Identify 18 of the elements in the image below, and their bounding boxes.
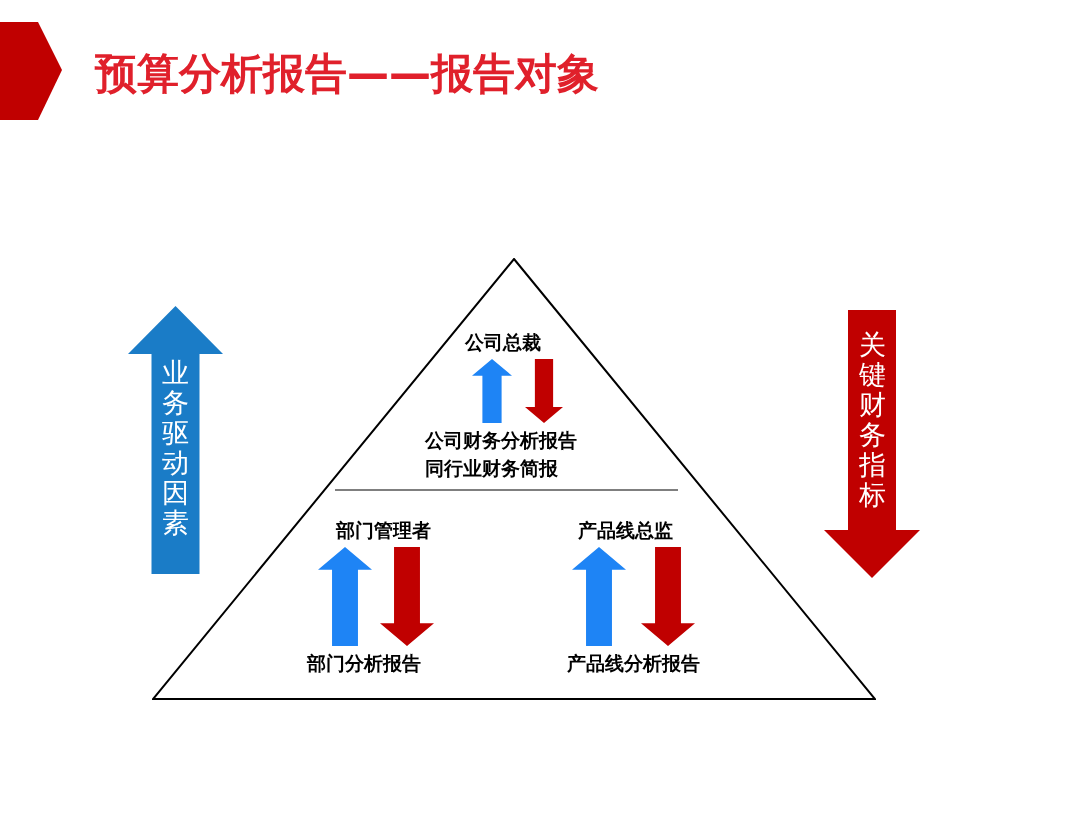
report-label: 公司财务分析报告 (425, 428, 577, 453)
title: 预算分析报告——报告对象 (95, 48, 599, 100)
arrow-label: 业务驱动因素 (161, 358, 190, 538)
block-arrow (525, 359, 563, 423)
role-label: 产品线总监 (577, 518, 673, 543)
block-arrow (472, 359, 512, 423)
block-arrow (641, 547, 695, 646)
report-label: 产品线分析报告 (566, 651, 700, 676)
arrow-label: 关键财务指标 (857, 330, 887, 510)
block-arrow (824, 310, 920, 578)
block-arrow (380, 547, 434, 646)
role-label: 部门管理者 (335, 518, 431, 543)
block-arrow (318, 547, 372, 646)
role-label: 公司总裁 (465, 330, 541, 355)
report-label: 部门分析报告 (307, 651, 421, 676)
block-arrow (572, 547, 626, 646)
report-label: 同行业财务简报 (425, 456, 559, 481)
block-arrow (128, 306, 223, 574)
